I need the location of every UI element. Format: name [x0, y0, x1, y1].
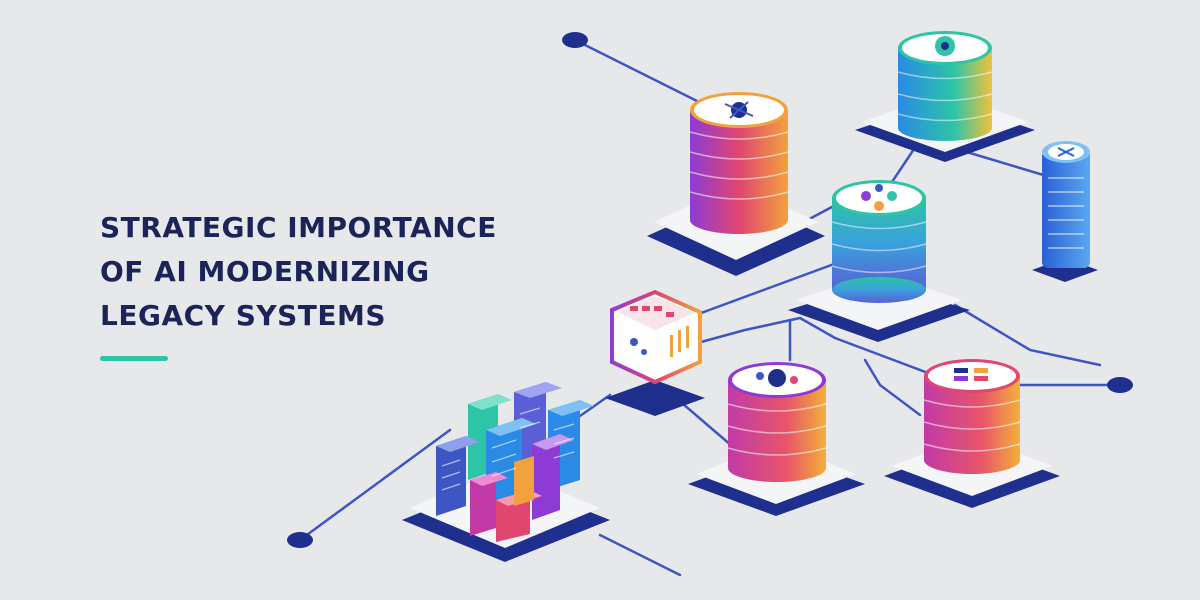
platform [605, 380, 705, 416]
headline-line-2: OF AI MODERNIZING [100, 255, 430, 288]
connector-line [953, 303, 1102, 367]
workflow-icon [861, 184, 897, 211]
connector-line [573, 38, 707, 107]
connector-line [863, 358, 922, 417]
headline: STRATEGIC IMPORTANCE OF AI MODERNIZING L… [100, 206, 540, 338]
connector-line [298, 428, 452, 542]
city-blocks [402, 382, 610, 562]
document-list-icon [954, 368, 988, 381]
database-top-right [855, 31, 1035, 162]
settings-gear-icon [935, 36, 955, 56]
endpoint-dot [562, 32, 588, 48]
endpoint-dots [287, 32, 1133, 548]
endpoint-dot [1107, 377, 1133, 393]
accent-line [100, 356, 168, 361]
database-top-left [647, 92, 825, 276]
network-hub-icon [724, 101, 754, 119]
endpoint-dot [287, 532, 313, 548]
headline-line-1: STRATEGIC IMPORTANCE [100, 211, 497, 244]
database-bottom-right [884, 359, 1060, 508]
database-center [788, 180, 970, 342]
database-bottom-center [688, 362, 865, 516]
server-column [1032, 141, 1098, 282]
connector-line [598, 533, 682, 577]
headline-line-3: LEGACY SYSTEMS [100, 299, 387, 332]
network-hub-icon [756, 369, 798, 387]
data-cube [605, 289, 705, 416]
